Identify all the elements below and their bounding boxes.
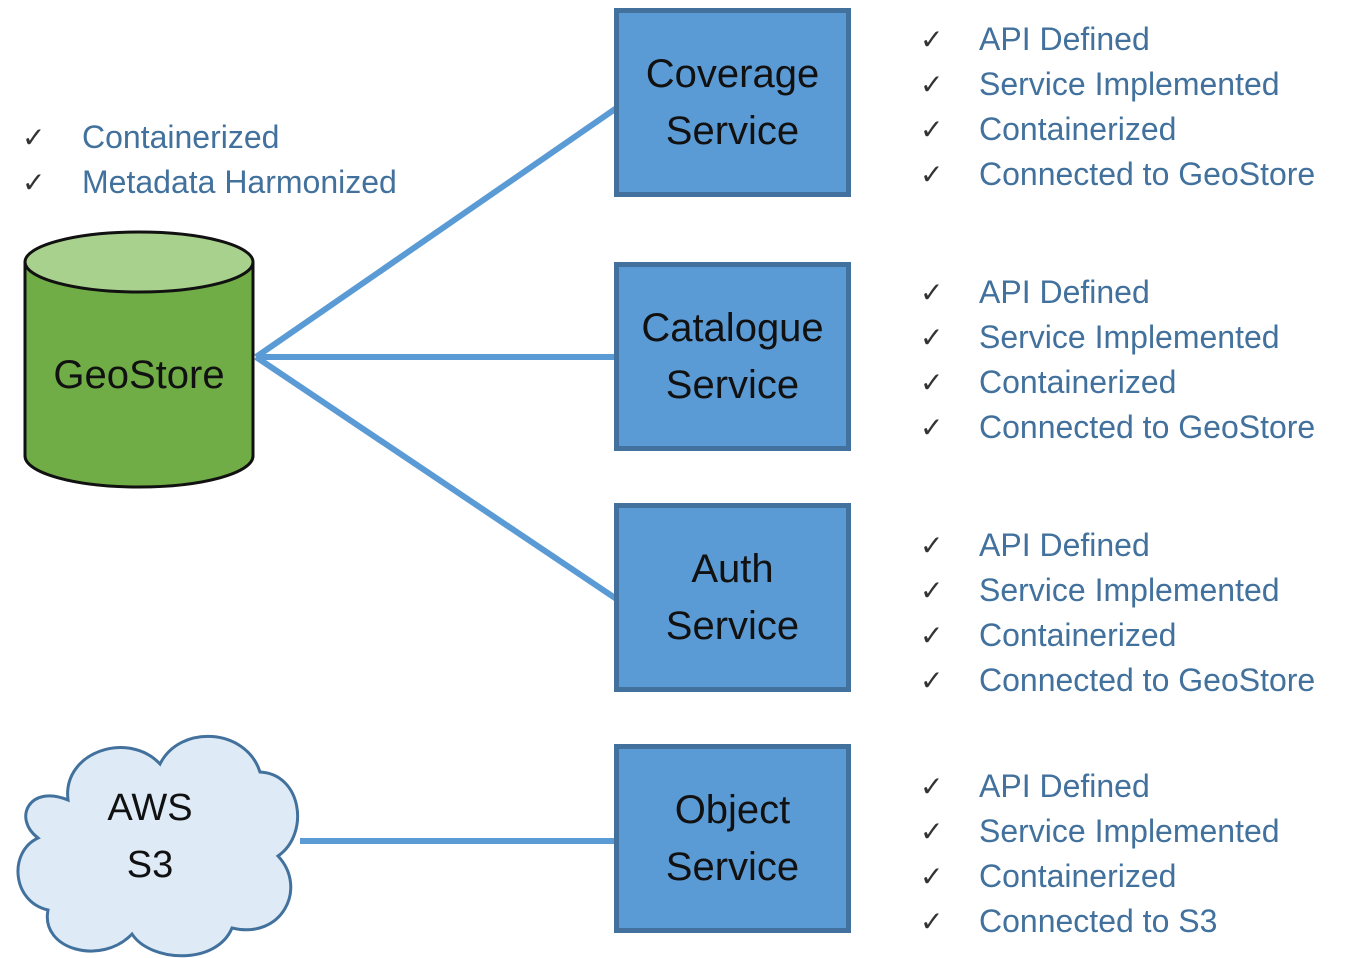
checkmark-icon: ✓ (920, 366, 944, 399)
service-name: Object (674, 787, 791, 832)
checklist-item-label: Connected to GeoStore (979, 409, 1316, 445)
checklist-item-label: Containerized (82, 119, 280, 155)
checklist-item-label: Service Implemented (979, 319, 1280, 355)
service-suffix: Service (665, 108, 800, 153)
checklist-item-label: Service Implemented (979, 572, 1280, 608)
service-suffix: Service (665, 844, 800, 889)
service-name: Coverage (645, 51, 820, 96)
checklist-item-label: API Defined (979, 274, 1150, 310)
checkmark-icon: ✓ (22, 121, 46, 154)
checkmark-icon: ✓ (920, 664, 944, 697)
database-cylinder-icon (23, 230, 255, 489)
auth-service-box: Auth Service (614, 503, 851, 692)
checkmark-icon: ✓ (920, 619, 944, 652)
connector-geostore-coverage (254, 104, 620, 360)
catalogue-service-box: Catalogue Service (614, 262, 851, 451)
checklist-item-label: Metadata Harmonized (82, 164, 397, 200)
connector-geostore-auth (254, 354, 620, 603)
aws-label-line1: AWS (107, 787, 193, 829)
checklist-item-label: Service Implemented (979, 66, 1280, 102)
checkmark-icon: ✓ (22, 166, 46, 199)
coverage-service-box: Coverage Service (614, 8, 851, 197)
checkmark-icon: ✓ (920, 321, 944, 354)
cloud-icon (16, 734, 300, 958)
checklist-item-label: Containerized (979, 858, 1177, 894)
aws-label-line2: S3 (126, 844, 174, 886)
checkmark-icon: ✓ (920, 23, 944, 56)
checklist-item-label: Connected to S3 (979, 903, 1218, 939)
aws-s3-label: AWS S3 (60, 780, 240, 894)
checklist-item-label: Containerized (979, 364, 1177, 400)
checkmark-icon: ✓ (920, 158, 944, 191)
checkmark-icon: ✓ (920, 68, 944, 101)
checkmark-icon: ✓ (920, 276, 944, 309)
service-name: Auth (691, 546, 774, 591)
checkmark-icon: ✓ (920, 113, 944, 146)
service-suffix: Service (665, 362, 800, 407)
checklist-item-label: API Defined (979, 768, 1150, 804)
service-name: Catalogue (641, 305, 824, 350)
checkmark-icon: ✓ (920, 411, 944, 444)
checklist-item-label: Containerized (979, 617, 1177, 653)
checkmark-icon: ✓ (920, 574, 944, 607)
checklist-item-label: Service Implemented (979, 813, 1280, 849)
checkmark-icon: ✓ (920, 905, 944, 938)
checkmark-icon: ✓ (920, 770, 944, 803)
geostore-label: GeoStore (53, 353, 225, 397)
checkmark-icon: ✓ (920, 815, 944, 848)
checkmark-icon: ✓ (920, 860, 944, 893)
checklist-item-label: Containerized (979, 111, 1177, 147)
service-suffix: Service (665, 603, 800, 648)
checklist-item-label: Connected to GeoStore (979, 662, 1316, 698)
object-service-box: Object Service (614, 744, 851, 933)
checklist-item-label: API Defined (979, 21, 1150, 57)
checklist-item-label: API Defined (979, 527, 1150, 563)
checklist-item-label: Connected to GeoStore (979, 156, 1316, 192)
checkmark-icon: ✓ (920, 529, 944, 562)
